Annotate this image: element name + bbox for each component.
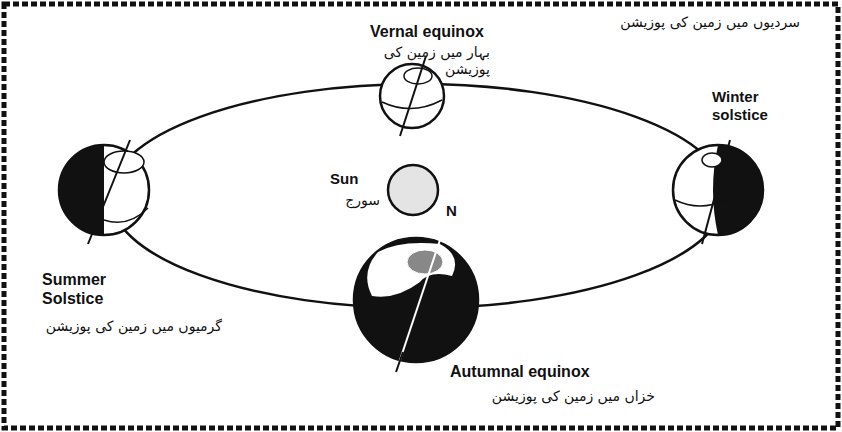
- earth-autumnal: [354, 238, 478, 372]
- sun-circle: [388, 165, 438, 215]
- earth-vernal: [380, 56, 444, 136]
- urdu-label: بہار میں زمین کی پوزیشن: [340, 44, 490, 78]
- pole-label: N: [446, 202, 466, 220]
- earth-winter: [673, 140, 763, 244]
- heading-label: Vernal equinox: [370, 22, 520, 41]
- urdu-label: سورج: [330, 192, 380, 209]
- heading-label: Autumnal equinox: [450, 362, 650, 381]
- heading-label: Sun: [330, 170, 370, 188]
- urdu-label: گرمیوں میں زمین کی پوزیشن: [22, 318, 222, 335]
- dashed-border: [4, 4, 838, 428]
- earth-summer: [59, 140, 149, 244]
- heading-label: Winter solstice: [712, 88, 802, 124]
- urdu-label: خزاں میں زمین کی پوزیشن: [455, 388, 655, 405]
- urdu-label: سردیوں میں زمین کی پوزیشن: [600, 14, 800, 31]
- heading-label: Summer Solstice: [42, 270, 152, 308]
